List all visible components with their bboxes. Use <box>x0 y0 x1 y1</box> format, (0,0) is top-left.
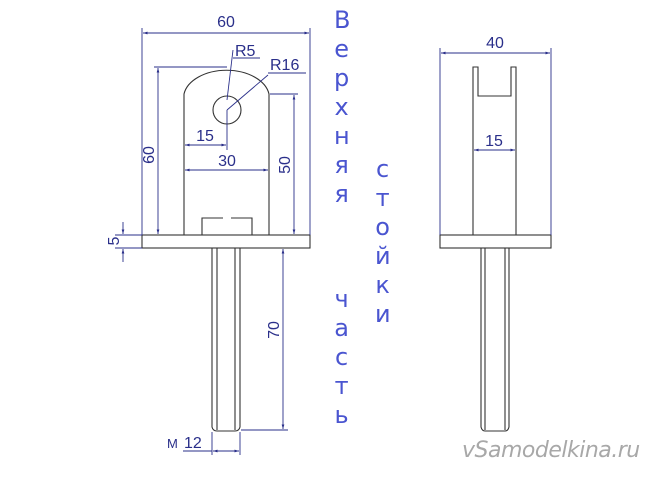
side-dim-slot: 15 <box>485 133 503 150</box>
dim-upright-height: 50 <box>277 156 294 174</box>
watermark: vSamodelkina.ru <box>462 438 640 463</box>
dim-base-thickness: 5 <box>106 236 123 245</box>
upright-outline <box>183 69 270 235</box>
dim-upright-width: 30 <box>218 153 236 170</box>
title-word-part: часть <box>334 285 349 429</box>
side-upright <box>472 66 517 235</box>
threaded-stem <box>211 248 241 432</box>
dim-thread-prefix: M <box>167 436 178 451</box>
title-word-upper: Верхняя <box>334 6 351 208</box>
slot-outline <box>201 217 253 235</box>
side-stem <box>480 248 510 432</box>
dim-thread-size: 12 <box>184 435 202 452</box>
dim-hole-radius: R5 <box>235 43 256 60</box>
side-base-plate <box>439 234 552 249</box>
dim-overall-width: 60 <box>217 14 235 31</box>
dim-overall-height: 60 <box>141 146 158 164</box>
base-plate <box>141 234 311 249</box>
side-view: 40 15 <box>439 35 552 432</box>
dim-top-radius: R16 <box>270 57 299 74</box>
title-word-stand: стойки <box>375 155 391 328</box>
dim-hole-offset: 15 <box>196 128 214 145</box>
dim-stem-length: 70 <box>266 321 283 339</box>
side-dim-width: 40 <box>486 35 504 52</box>
front-view: 60 60 R5 R16 15 30 50 5 70 M 12 <box>106 14 311 455</box>
